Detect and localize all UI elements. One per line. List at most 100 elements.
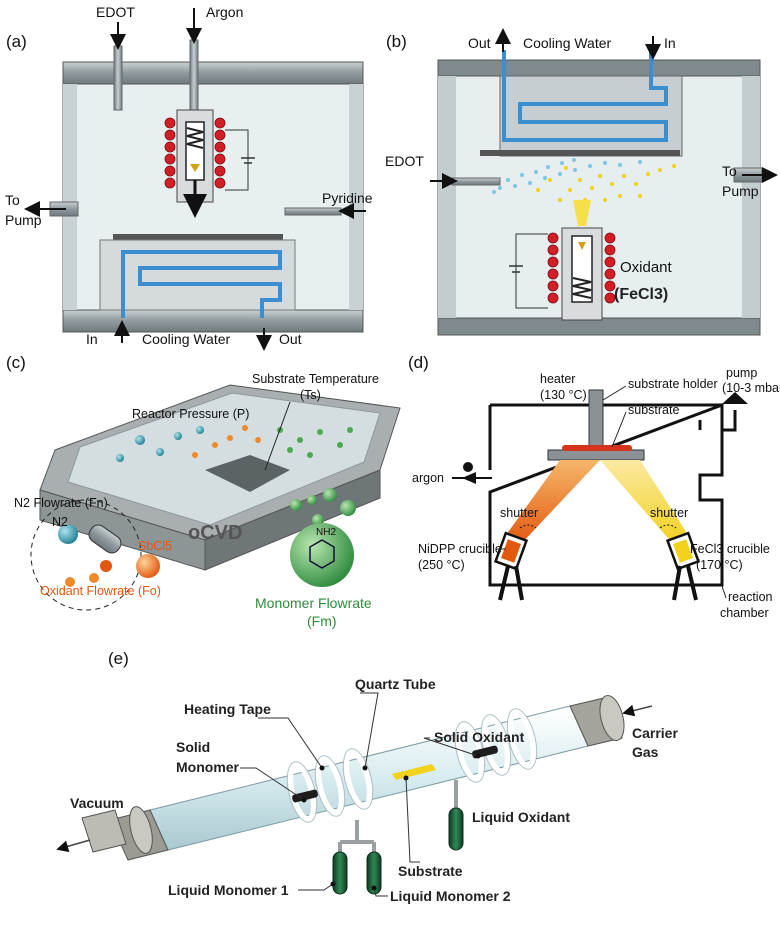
panel-d-letter: (d) <box>408 353 429 372</box>
edot-inlet-b <box>451 177 501 186</box>
carrier-label: Carrier <box>632 725 678 741</box>
heating-tape <box>287 708 537 823</box>
pyridine-inlet <box>284 207 342 216</box>
reactor-pressure-label: Reactor Pressure (P) <box>132 407 249 421</box>
substrate-label-d: substrate <box>628 403 679 417</box>
shutter-right-label: shutter <box>650 506 688 520</box>
edot-vapor-b <box>492 158 642 194</box>
nh2-label: NH2 <box>316 527 336 538</box>
out-label-b: Out <box>468 35 491 51</box>
cooling-label-a: Cooling Water <box>142 331 231 347</box>
substrate-holder-plate <box>547 449 645 461</box>
fm-label: (Fm) <box>307 613 337 629</box>
fecl3-label-b: (FeCl3) <box>614 286 668 303</box>
heater-label: heater <box>540 372 575 386</box>
liquid-oxidant-label: Liquid Oxidant <box>472 809 570 825</box>
gas-label: Gas <box>632 744 659 760</box>
lid-a <box>62 61 364 85</box>
monomer-molecule <box>290 523 354 587</box>
reaction-label: reaction <box>728 590 773 604</box>
panel-b: (b) Out Cooling Water In EDOT To Pump <box>385 28 778 336</box>
panel-e-letter: (e) <box>108 649 129 668</box>
liquid-lines <box>338 780 458 852</box>
heating-coils-a <box>164 117 226 189</box>
pyridine-label: Pyridine <box>322 190 373 206</box>
panel-a: (a) EDOT Argon To Pump <box>5 4 373 351</box>
reaction-chamber <box>488 402 724 587</box>
liquid-monomer-2-vial <box>366 851 382 895</box>
pump-pressure-label: (10-3 mbar) <box>722 381 780 395</box>
spring-b <box>572 277 592 299</box>
liquid-monomer-1-vial <box>332 851 348 895</box>
argon-label-d: argon <box>412 471 444 485</box>
reactor-window <box>67 392 381 526</box>
wall-left-b <box>438 76 456 318</box>
cooling-label-b: Cooling Water <box>523 35 612 51</box>
fecl3-crucible-label: FeCl3 crucible <box>690 542 770 556</box>
edot-inlet-tube <box>113 45 123 111</box>
panel-d: (d) pump (10-3 mbar) heater (130 °C) sub… <box>408 353 780 620</box>
pump-label-d: pump <box>726 366 757 380</box>
n2-label: N2 <box>52 515 68 529</box>
in-label-a: In <box>86 331 98 347</box>
monomer-flowrate-label: Monomer Flowrate <box>255 595 372 611</box>
heater-d <box>562 445 632 451</box>
liquid-monomer-1-label: Liquid Monomer 1 <box>168 882 289 898</box>
out-label-a: Out <box>279 331 302 347</box>
solid-oxidant-label: Solid Oxidant <box>434 729 525 745</box>
substrate-e <box>392 764 436 780</box>
argon-label: Argon <box>206 4 243 20</box>
panel-a-letter: (a) <box>6 32 27 51</box>
circuit-b <box>515 233 548 309</box>
liquid-monomer-2-label: Liquid Monomer 2 <box>390 888 511 904</box>
solid-monomer-boat <box>292 789 318 803</box>
pump-label-a: Pump <box>5 212 42 228</box>
pump-label-b: Pump <box>722 183 759 199</box>
panel-c: (c) Substrate Temperature (Ts) Reactor P… <box>6 353 401 629</box>
substrate-a <box>113 234 283 240</box>
n2-flowrate-label: N2 Flowrate (Fn) <box>14 496 108 510</box>
to-label-b: To <box>722 163 737 179</box>
source-a <box>190 164 200 172</box>
substrate-b <box>480 150 680 156</box>
oxidant-label-b: Oxidant <box>620 259 673 276</box>
sbcl5-molecule <box>136 554 160 578</box>
argon-valve <box>463 462 473 472</box>
edot-label-b: EDOT <box>385 153 424 169</box>
cooling-channel-a <box>121 250 282 318</box>
nidpp-vapor-cone <box>506 460 600 545</box>
monomer-particles <box>290 488 356 526</box>
oxidant-flowrate-label: Oxidant Flowrate (Fo) <box>40 584 161 598</box>
substrate-stage-c <box>205 455 290 492</box>
oxidant-plume-b <box>573 200 591 226</box>
in-label-b: In <box>664 35 676 51</box>
shutter-left-label: shutter <box>500 506 538 520</box>
solid-monomer-label-1: Solid <box>176 739 210 755</box>
substrate-temp-label: Substrate Temperature <box>252 372 379 386</box>
to-label-a: To <box>5 192 20 208</box>
wall-right-b <box>742 76 760 318</box>
sbcl5-label: SbCl5 <box>138 539 172 553</box>
circuit-a <box>225 129 249 191</box>
vacuum-label: Vacuum <box>70 795 124 811</box>
heating-coils-b <box>547 232 616 304</box>
ts-label: (Ts) <box>300 388 321 402</box>
nozzle <box>88 524 122 554</box>
pump-arrow <box>722 392 748 404</box>
chamber-label: chamber <box>720 606 769 620</box>
fecl3-vapor-cone <box>600 460 688 545</box>
inlet-zoom-circle <box>30 499 142 611</box>
panel-c-letter: (c) <box>6 353 26 372</box>
nidpp-temp-label: (250 °C) <box>418 558 465 572</box>
reactor-particles <box>116 425 353 462</box>
benzene-ring <box>309 539 335 569</box>
quartz-tube-label: Quartz Tube <box>355 676 436 692</box>
substrate-holder-rod <box>588 389 604 451</box>
nidpp-label: NiDPP crucible <box>418 542 502 556</box>
n2-molecule <box>58 524 78 544</box>
solid-monomer-label-2: Monomer <box>176 759 240 775</box>
fecl3-temp-label: (170 °C) <box>696 558 743 572</box>
liquid-oxidant-vial <box>448 807 464 851</box>
edot-label-a: EDOT <box>96 4 135 20</box>
